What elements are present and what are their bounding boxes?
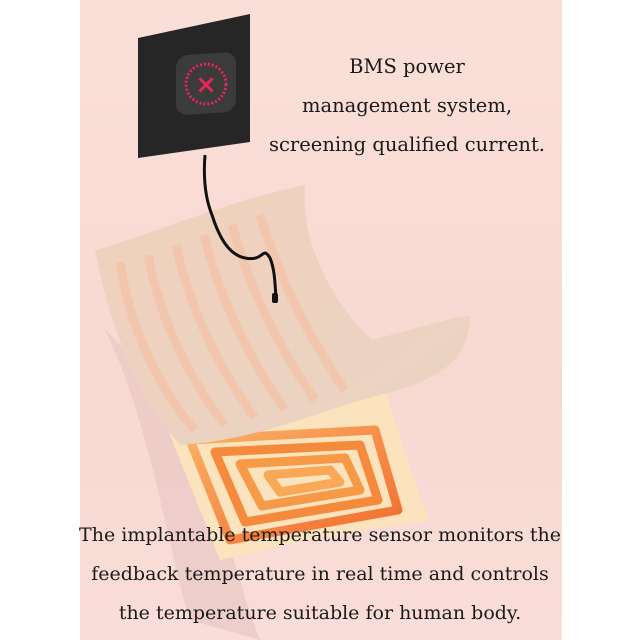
caption-line: BMS power [349, 55, 465, 78]
caption-line: The implantable temperature sensor monit… [79, 524, 561, 546]
fabric-shadow [105, 330, 260, 640]
fabric-stripes [115, 213, 349, 433]
heating-wire [185, 425, 403, 545]
caption-line: the temperature suitable for human body. [118, 602, 522, 624]
caption-line: management system, [301, 94, 513, 117]
sensor-cable [202, 154, 278, 299]
caption-line: screening qualified current. [269, 133, 545, 156]
bms-caption: BMS power management system, screening q… [262, 47, 552, 164]
sensor-caption: The implantable temperature sensor monit… [70, 516, 570, 633]
fabric-sheet [95, 185, 470, 445]
close-x-icon: × [195, 70, 217, 100]
button-ring-icon [184, 62, 228, 106]
controller-button [176, 52, 236, 115]
temperature-sensor [272, 293, 278, 303]
caption-line: feedback temperature in real time and co… [91, 563, 549, 585]
